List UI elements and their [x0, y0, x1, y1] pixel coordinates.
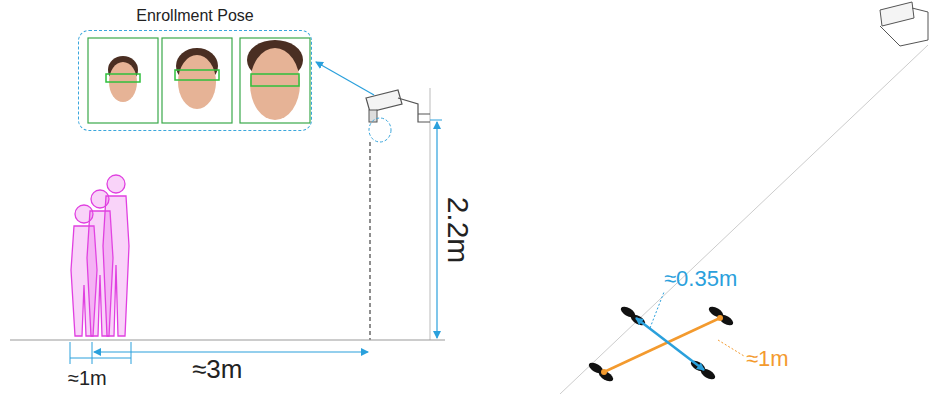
face-frame — [162, 38, 232, 123]
camera-bracket — [880, 8, 928, 46]
eye-box — [251, 74, 299, 86]
footprint — [717, 313, 735, 328]
panel-heading: Enrollment Pose — [79, 7, 311, 25]
face-frame — [88, 38, 158, 123]
pose-panel: Enrollment Pose — [78, 30, 312, 131]
dimension-tick — [92, 342, 93, 364]
camera-body — [880, 2, 914, 26]
person-body — [103, 196, 129, 336]
dimension-label: ≈1m — [746, 348, 789, 370]
distance-dimension — [94, 351, 368, 352]
dimension-tick — [430, 120, 442, 121]
dimension-tick — [131, 342, 132, 364]
dimension-label: ≈3m — [192, 356, 242, 382]
dimension-label: ≈1m — [68, 368, 107, 388]
dimension-tick — [70, 342, 71, 364]
leader-line — [718, 340, 744, 356]
dimension-label: 2.2m — [443, 197, 473, 264]
width-dimension — [604, 318, 720, 372]
dimension-label: ≈0.35m — [664, 268, 737, 290]
plumb-line — [369, 142, 370, 340]
perspective-line — [560, 45, 928, 394]
dimension-dot — [601, 369, 607, 375]
camera-highlight — [369, 118, 391, 142]
ground-line — [10, 340, 445, 341]
gap-dimension — [636, 318, 704, 370]
leader-line — [650, 292, 664, 328]
footprint — [597, 369, 615, 384]
face-skin — [250, 48, 300, 120]
eye-box — [175, 70, 219, 80]
camera-bracket — [398, 98, 430, 122]
view-arrow — [316, 62, 374, 95]
height-dimension — [436, 122, 437, 338]
face-frame — [240, 38, 310, 123]
width-dimension — [70, 358, 131, 359]
wall-line — [430, 88, 431, 340]
person-head — [107, 175, 125, 193]
face-skin — [178, 55, 216, 109]
eye-box — [106, 74, 140, 82]
dimension-dot — [717, 315, 723, 321]
